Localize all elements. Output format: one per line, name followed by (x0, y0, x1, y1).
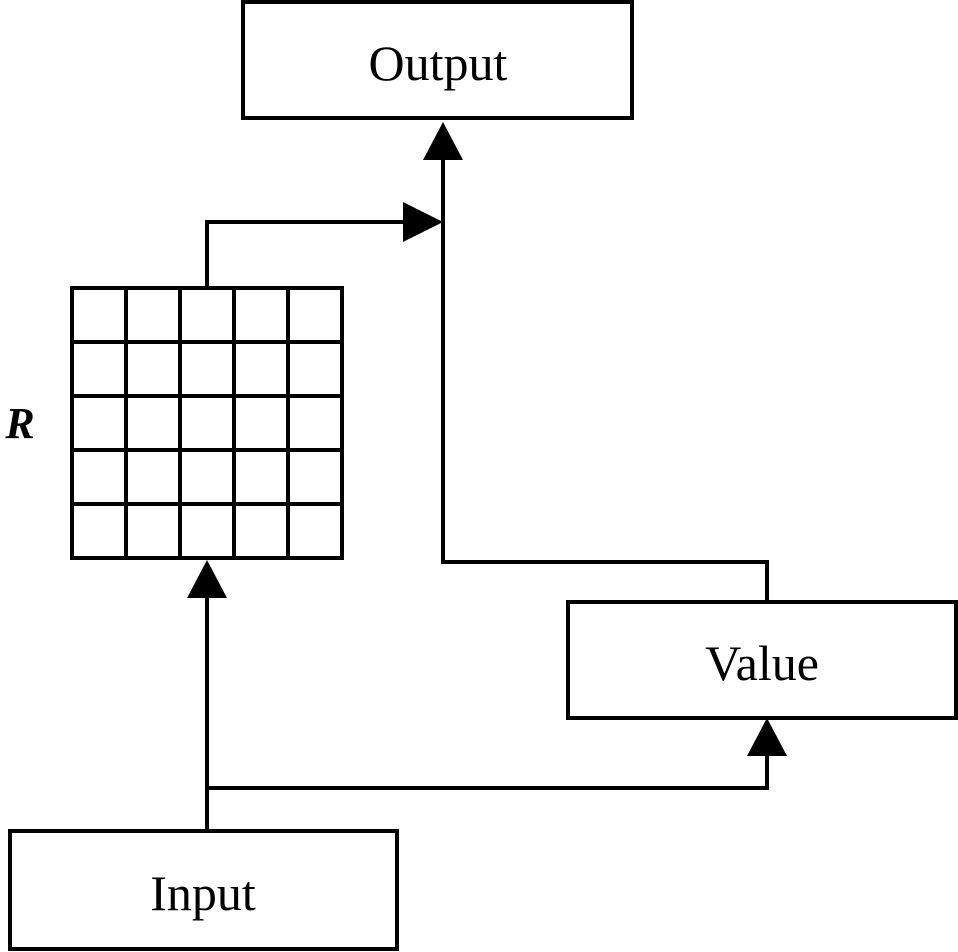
value-box (566, 600, 958, 720)
matrix-grid-lines (72, 288, 342, 558)
input-to-value-connector (207, 756, 769, 790)
matrix-node: R (4, 286, 344, 560)
matrix-label: R (4, 399, 34, 448)
matrix-merge-arrowhead (403, 202, 443, 242)
value-label: Value (705, 635, 819, 691)
output-node: Output (241, 0, 634, 120)
input-label: Input (150, 865, 256, 921)
input-box (8, 829, 399, 951)
value-input-arrowhead (747, 718, 787, 756)
value-node: Value (566, 600, 958, 720)
matrix-input-arrowhead (187, 560, 227, 598)
output-label: Output (369, 35, 508, 91)
value-to-output-connector (441, 160, 769, 602)
output-arrowhead (423, 122, 463, 160)
arrowheads (187, 122, 787, 756)
matrix-to-output-connector (205, 220, 406, 288)
input-node: Input (8, 829, 399, 951)
output-box (241, 0, 634, 120)
matrix-grid (70, 286, 344, 560)
connectors (205, 160, 769, 830)
